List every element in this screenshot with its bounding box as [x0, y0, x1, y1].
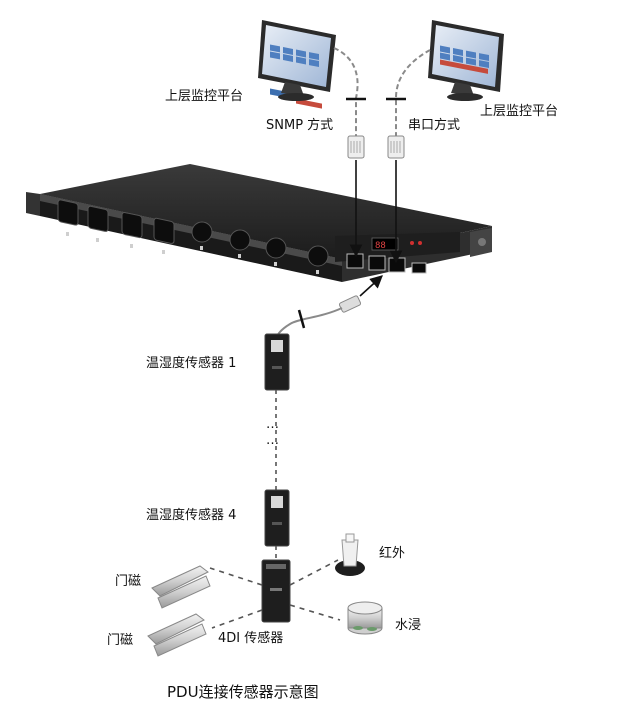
cable-snmp [333, 47, 359, 140]
label-water-leak: 水浸 [395, 618, 422, 633]
door-contact-1 [151, 565, 211, 609]
label-snmp-mode: SNMP 方式 [266, 118, 334, 133]
rj45-plug-left [347, 135, 365, 159]
di-sensor-device [261, 559, 291, 623]
label-ellipsis-2: … [266, 433, 279, 448]
label-th-sensor-4: 温湿度传感器 4 [146, 508, 237, 523]
label-serial-mode: 串口方式 [408, 118, 461, 133]
label-th-sensor-1: 温湿度传感器 1 [146, 356, 237, 371]
pdu-outlets [57, 199, 329, 267]
sensor-plug [338, 295, 362, 313]
outlet-6 [229, 229, 251, 251]
label-infrared: 红外 [379, 546, 406, 561]
serial-port[interactable] [388, 257, 406, 273]
label-door-2: 门磁 [107, 633, 134, 648]
door-contact-2 [147, 613, 207, 657]
th-sensor-4-device [264, 489, 290, 547]
outlet-markers [66, 232, 319, 274]
dashed-links [209, 559, 341, 629]
outlet-3 [121, 211, 143, 239]
infrared-device [335, 533, 365, 576]
cable-break-sensor [297, 309, 306, 329]
monitor-right [428, 20, 504, 101]
monitor-left [258, 20, 336, 109]
th-sensor-1-device [264, 333, 290, 391]
outlet-2 [87, 205, 109, 232]
sensor-port[interactable] [368, 255, 386, 271]
arrow-sensor [359, 275, 383, 297]
svg-text:88: 88 [375, 241, 386, 251]
diagram-caption: PDU连接传感器示意图 [167, 683, 319, 701]
usb-port[interactable] [411, 262, 427, 274]
label-door-1: 门磁 [115, 574, 142, 589]
label-di-sensor: 4DI 传感器 [218, 631, 284, 646]
outlet-4 [153, 217, 175, 244]
outlet-8 [307, 245, 329, 267]
outlet-1 [57, 199, 79, 226]
label-ellipsis-1: … [266, 417, 279, 432]
outlet-7 [265, 237, 287, 259]
network-port[interactable] [346, 253, 364, 269]
label-platform-left: 上层监控平台 [165, 89, 244, 104]
cable-serial [395, 49, 431, 140]
water-leak-device [347, 601, 383, 635]
rj45-plug-right [387, 135, 405, 159]
outlet-5 [191, 221, 213, 243]
pdu-controller: 88 [346, 237, 427, 274]
label-platform-right: 上层监控平台 [480, 104, 559, 119]
